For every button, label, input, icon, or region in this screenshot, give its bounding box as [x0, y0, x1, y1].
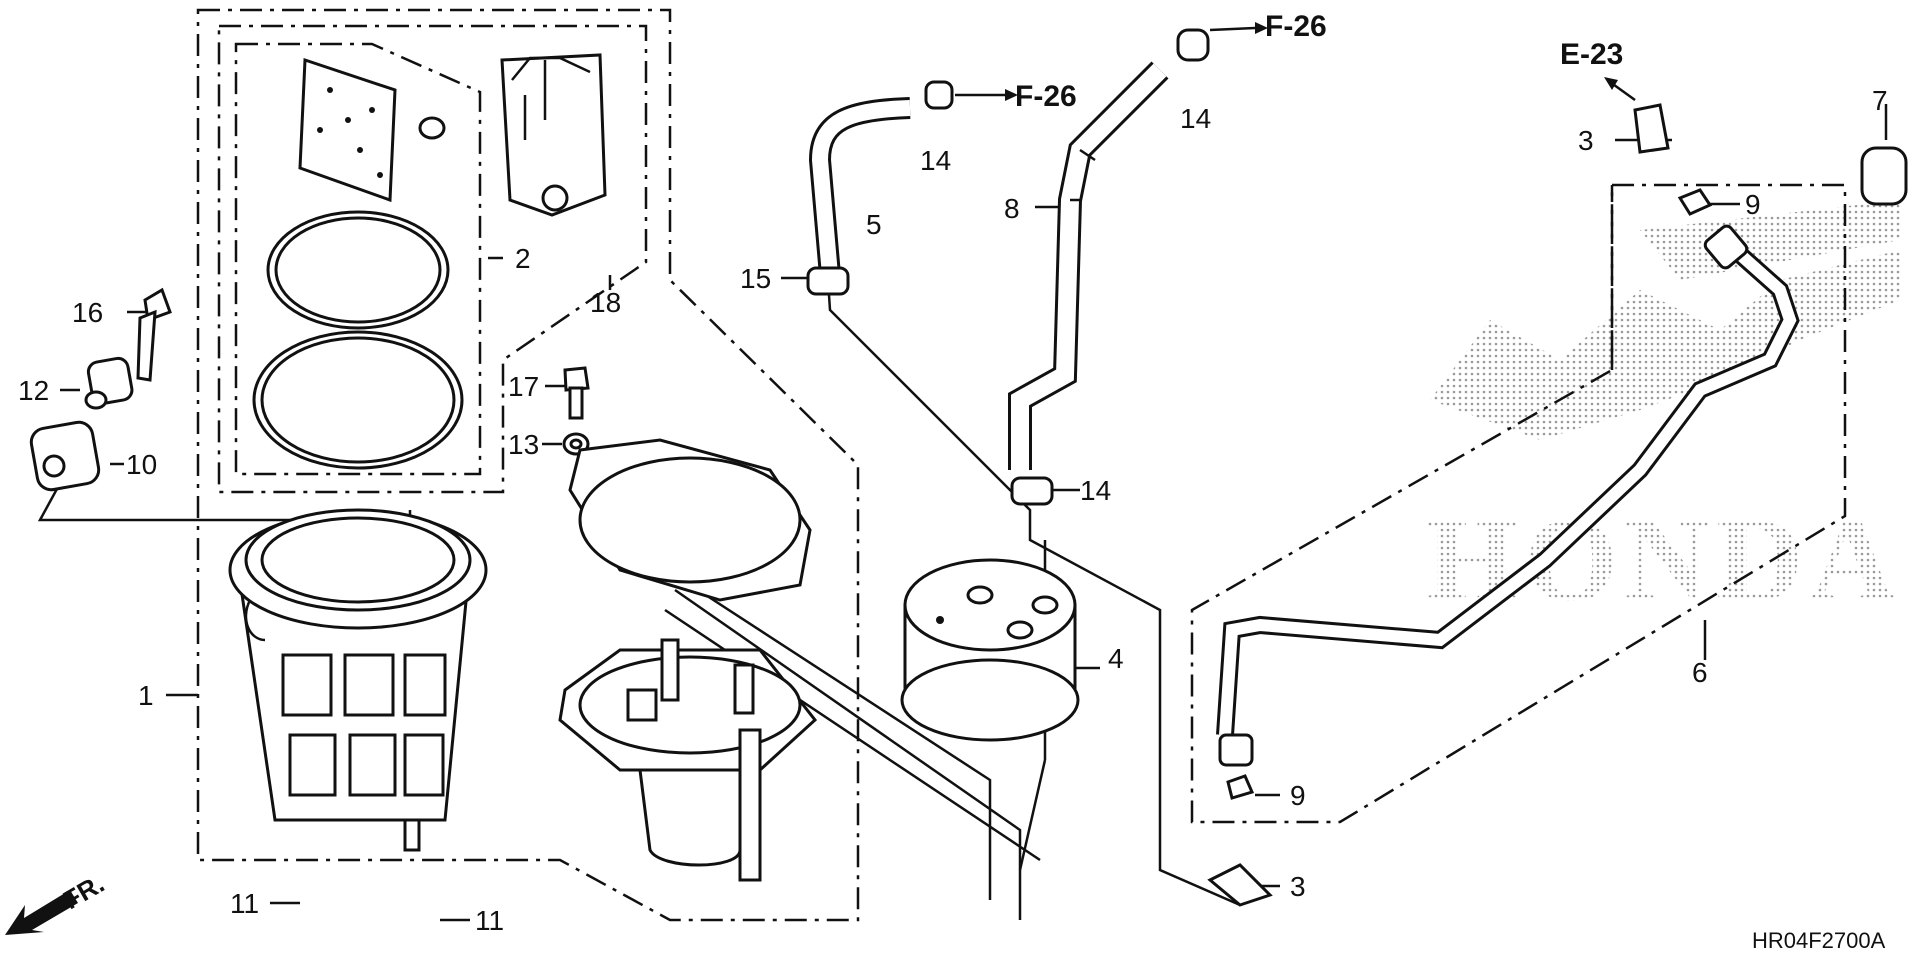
callout-8: 8 — [1004, 193, 1020, 224]
ref-f26-right: F-26 — [1265, 10, 1327, 43]
callout-3a: 3 — [1578, 125, 1594, 156]
callout-14b: 14 — [1180, 103, 1211, 134]
front-arrow: FR. — [5, 868, 109, 935]
mount-hardware — [29, 287, 172, 492]
callout-9b: 9 — [1290, 780, 1306, 811]
honda-watermark: HONDA — [1425, 200, 1902, 626]
fuel-pump-body — [228, 508, 488, 852]
callout-6: 6 — [1692, 657, 1708, 688]
callout-4: 4 — [1108, 643, 1124, 674]
callout-13: 13 — [508, 429, 539, 460]
callout-10: 10 — [126, 449, 157, 480]
callout-11a: 11 — [230, 888, 259, 919]
callout-16: 16 — [72, 297, 103, 328]
callout-18: 18 — [590, 287, 621, 318]
callout-1: 1 — [138, 680, 154, 711]
diagram-code: HR04F2700A — [1752, 928, 1886, 953]
callout-5: 5 — [866, 209, 882, 240]
reference-arrows — [955, 22, 1636, 102]
assembly-outlines — [196, 8, 1847, 922]
fuel-pipe — [1216, 224, 1800, 767]
filter-element-kit — [252, 53, 607, 470]
vent-hoses — [808, 61, 1169, 470]
ref-f26-left: F-26 — [1015, 80, 1077, 113]
canister — [900, 558, 1080, 742]
callout-11b: 11 — [475, 905, 504, 936]
callout-3b: 3 — [1290, 871, 1306, 902]
bolt-and-washer — [562, 366, 590, 456]
callout-2: 2 — [515, 243, 531, 274]
pipe-fittings — [1207, 103, 1908, 907]
tank-gasket — [568, 438, 812, 602]
callout-17: 17 — [508, 371, 539, 402]
callout-14a: 14 — [920, 145, 951, 176]
callout-14c: 14 — [1080, 475, 1111, 506]
pump-base-plate — [558, 638, 818, 882]
callout-7: 7 — [1872, 85, 1888, 116]
watermark-text: HONDA — [1425, 493, 1902, 626]
callout-12: 12 — [18, 375, 49, 406]
callout-9a: 9 — [1745, 189, 1761, 220]
ref-e23: E-23 — [1560, 38, 1623, 71]
callout-15: 15 — [740, 263, 771, 294]
hose-clamps — [806, 28, 1210, 506]
